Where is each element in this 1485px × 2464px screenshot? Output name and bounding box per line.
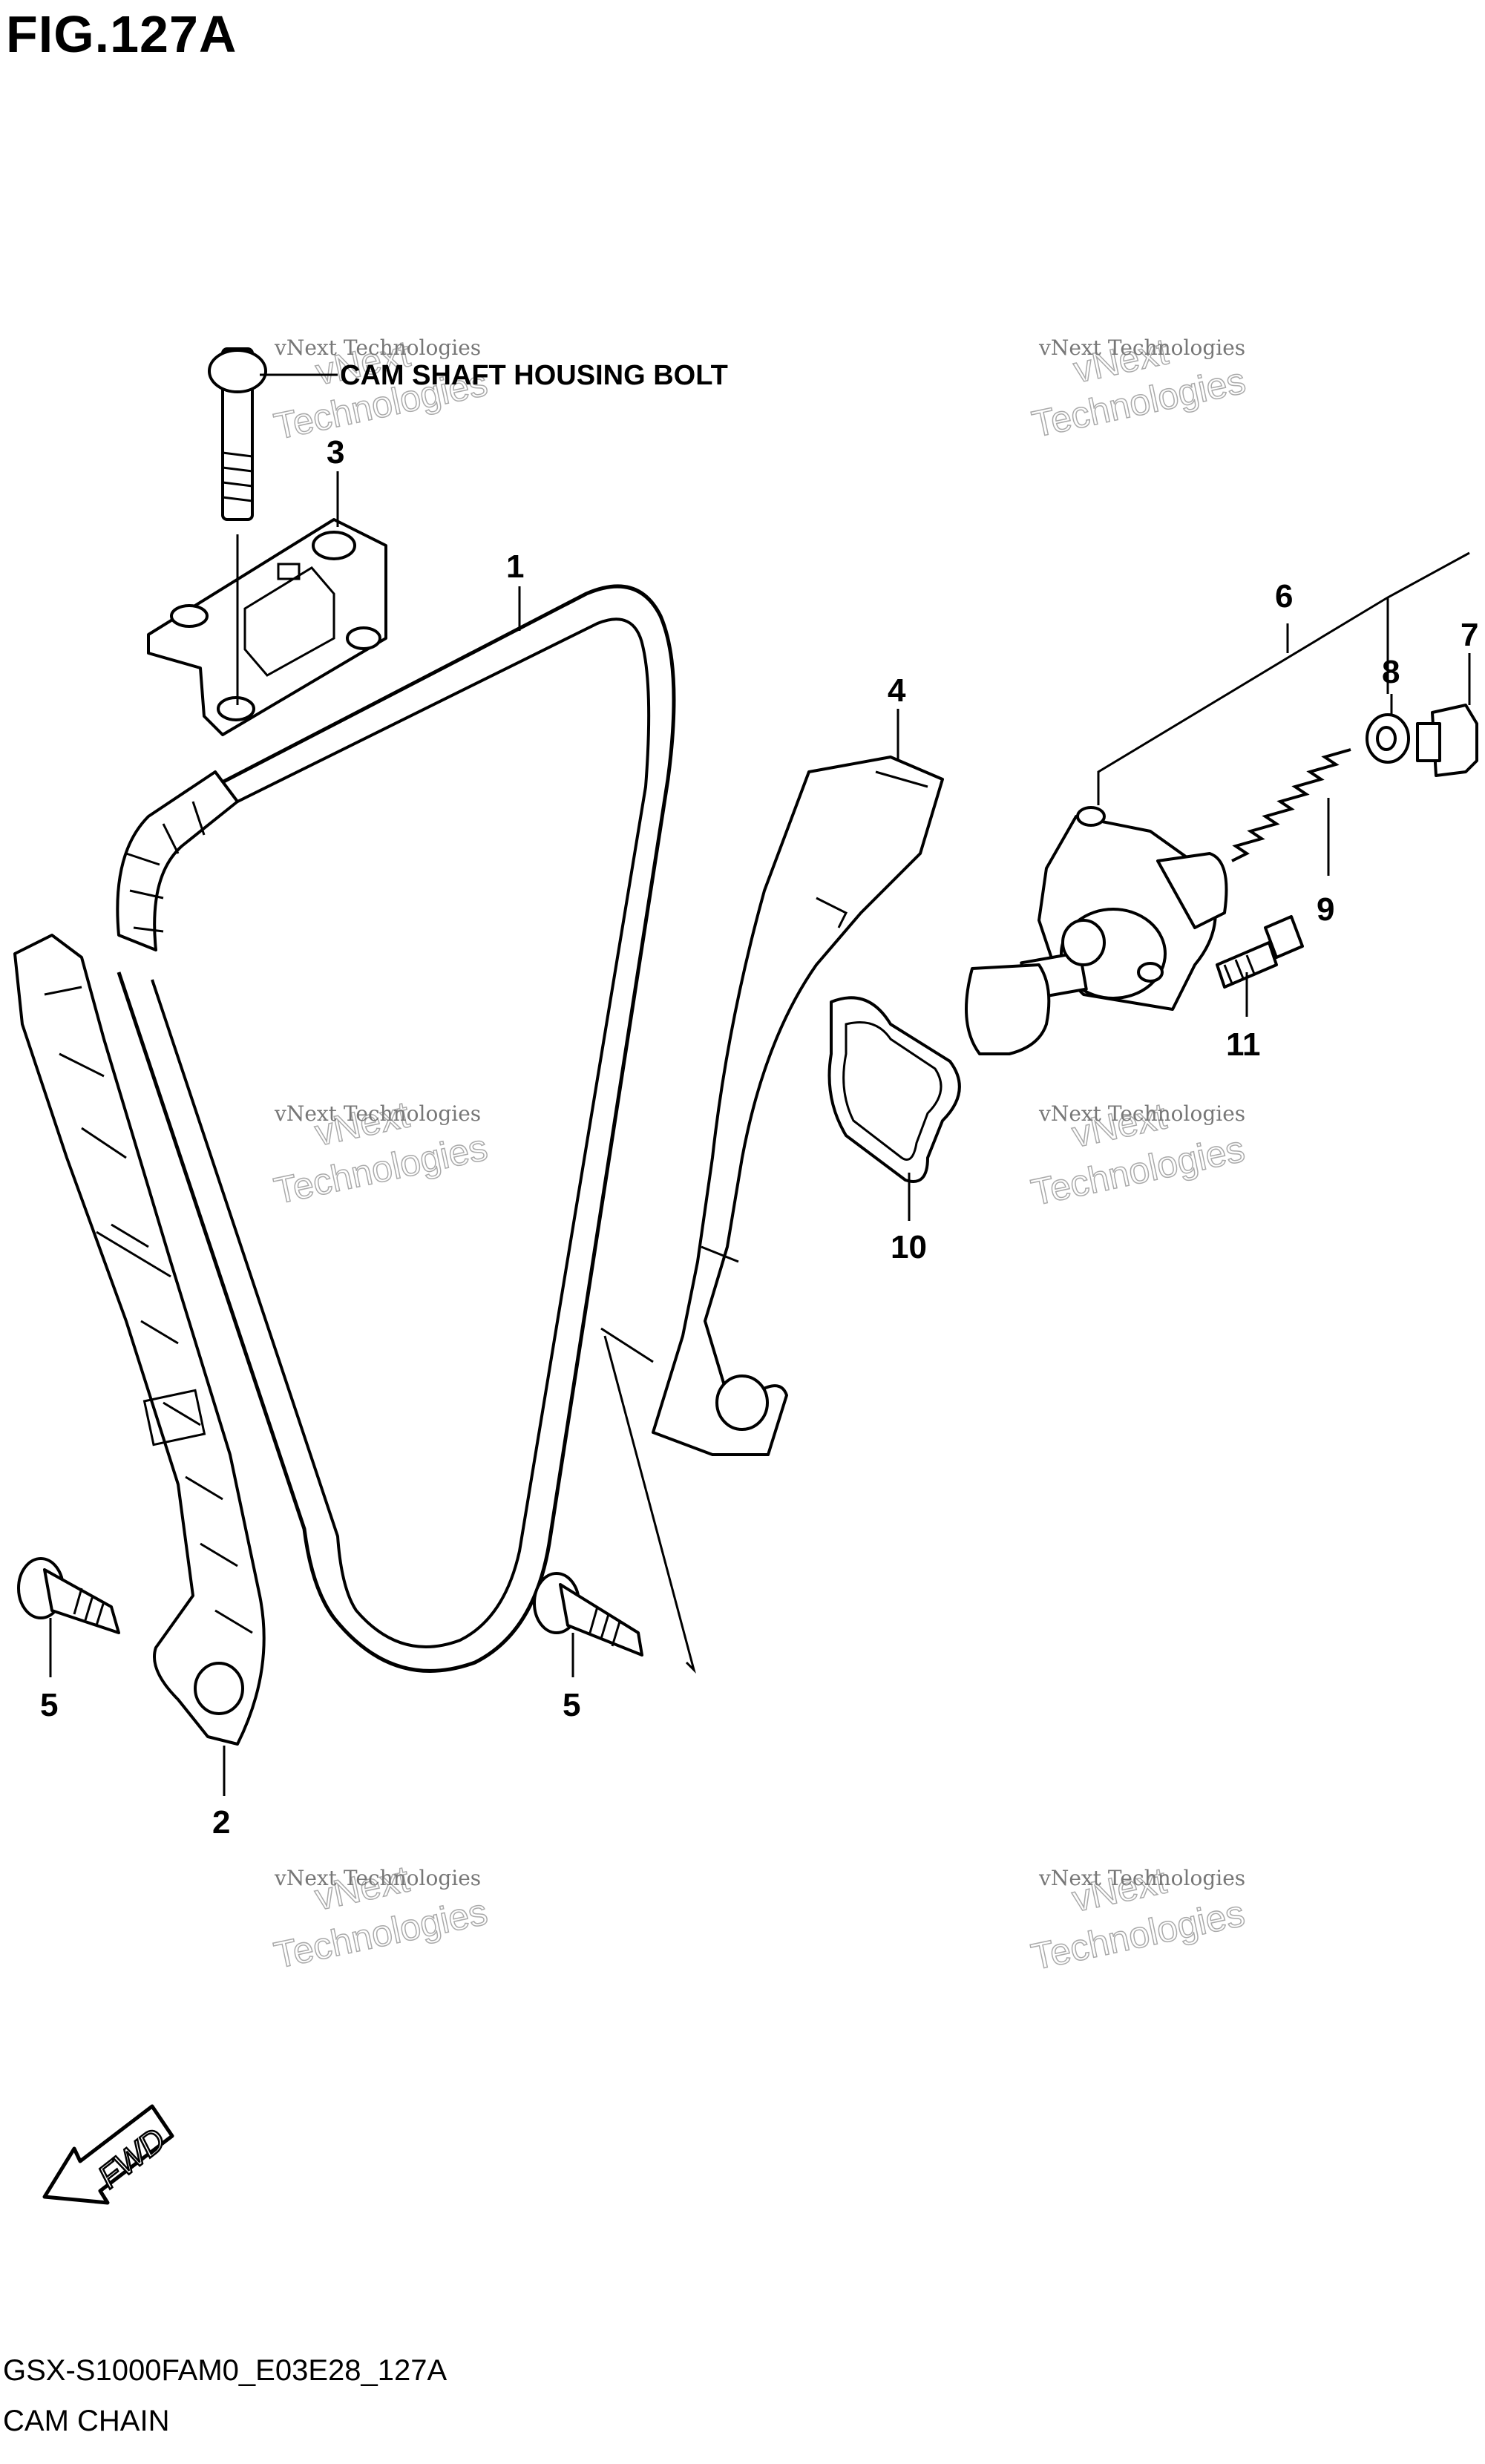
watermark-text: vNext Technologies: [274, 335, 481, 360]
callout-7: 7: [1461, 617, 1478, 653]
cam-shaft-housing-bolt-label: CAM SHAFT HOUSING BOLT: [340, 360, 728, 391]
callout-3: 3: [327, 434, 344, 471]
part-10-gasket: [827, 996, 961, 1183]
callout-10: 10: [891, 1229, 927, 1265]
part-7-cap-bolt: [1416, 704, 1478, 777]
part-2-chain-guide: [13, 934, 266, 1746]
watermark-text: vNext Technologies: [274, 1866, 481, 1890]
callout-11: 11: [1226, 1026, 1261, 1063]
part-3-bracket: [147, 518, 387, 736]
leader-6-bracket: [1097, 551, 1470, 805]
part-1-cam-chain: [116, 584, 676, 1673]
watermark-mid-left: Technologies vNext: [270, 1093, 492, 1213]
figure-code: GSX-S1000FAM0_E03E28_127A: [3, 2354, 448, 2387]
watermark-text: vNext Technologies: [1038, 335, 1245, 360]
watermark-text: vNext Technologies: [1038, 1101, 1245, 1126]
watermark-low-left: Technologies vNext: [270, 1858, 492, 1977]
part-4-tensioner-arm: [652, 756, 944, 1456]
figure-name: CAM CHAIN: [3, 2405, 170, 2437]
fwd-arrow-icon: FWD: [42, 2104, 174, 2205]
part-5-bolt-left: [17, 1557, 120, 1634]
watermark-text: vNext Technologies: [1038, 1866, 1245, 1890]
cam-shaft-housing-bolt: [208, 347, 338, 521]
callout-5-left: 5: [40, 1687, 58, 1723]
callout-2: 2: [212, 1804, 230, 1841]
watermark-mid-right: Technologies vNext: [1027, 1095, 1249, 1214]
part-6-tensioner: [965, 806, 1228, 1055]
part-8-washer: [1366, 713, 1410, 764]
callout-5-right: 5: [563, 1687, 580, 1723]
figure-title: FIG.127A: [6, 5, 237, 63]
callout-9: 9: [1317, 891, 1334, 928]
reference-line: [600, 1327, 696, 1674]
part-9-spring: [1231, 748, 1351, 862]
callout-1: 1: [506, 548, 524, 585]
part-11-bolt: [1216, 915, 1304, 989]
callout-6: 6: [1275, 578, 1293, 615]
part-5-bolt-right: [533, 1572, 643, 1657]
callout-4: 4: [888, 672, 906, 709]
watermark-text: vNext Technologies: [274, 1101, 481, 1126]
callout-8: 8: [1382, 654, 1400, 690]
watermark-low-right: Technologies vNext: [1027, 1859, 1249, 1979]
